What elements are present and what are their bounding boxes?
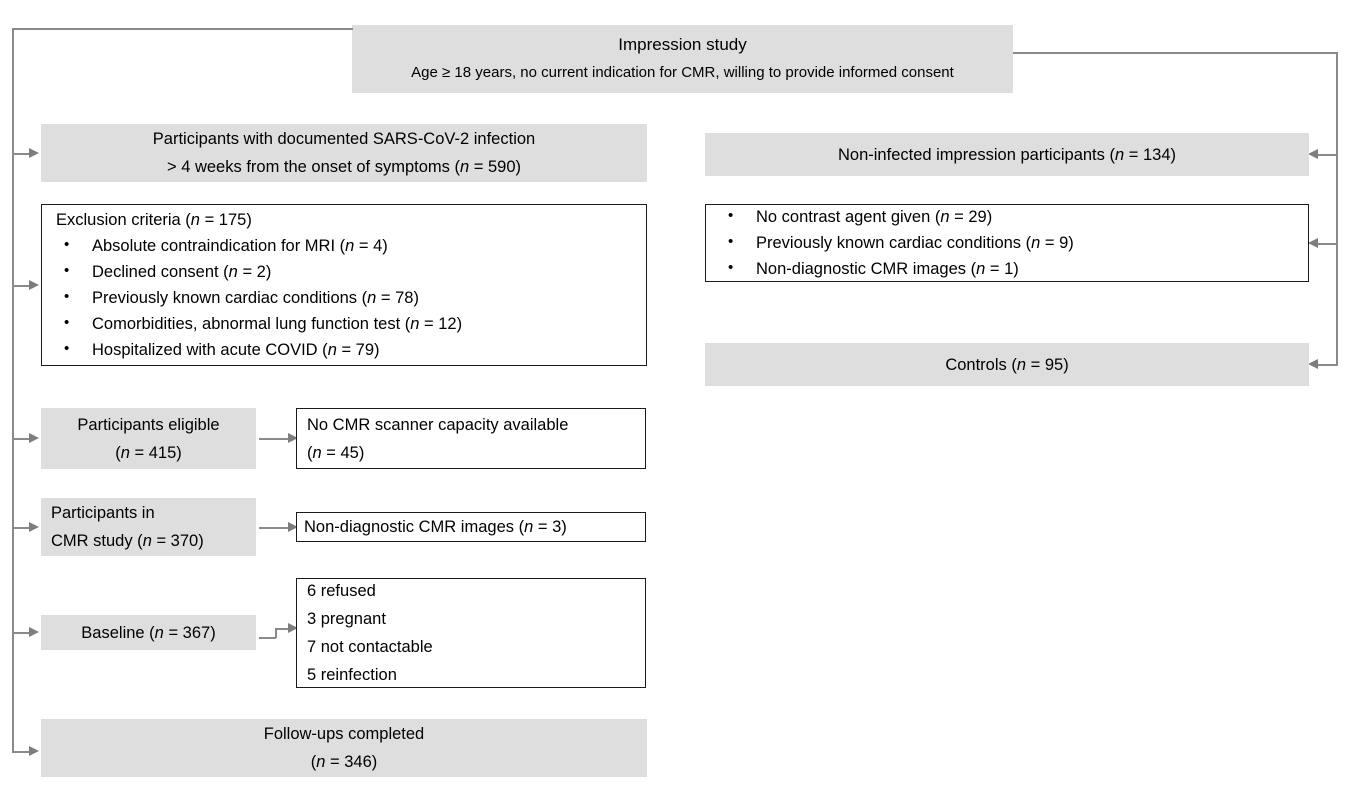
list-item: Comorbidities, abnormal lung function te… [56, 310, 632, 337]
list-item: Previously known cardiac conditions (n =… [56, 284, 632, 311]
arrow-spine-to-eligible [29, 433, 39, 443]
box-noninfected-exclusions: No contrast agent given (n = 29) Previou… [705, 203, 1309, 282]
cmr-study-line1: Participants in [51, 504, 155, 522]
list-item: Non-diagnostic CMR images (n = 1) [720, 255, 1294, 282]
documented-infection-n: n [459, 158, 470, 176]
box-noninfected-participants: Non-infected impression participants (n … [705, 133, 1309, 176]
dropout-reason: 3 pregnant [307, 610, 386, 628]
controls-text: Controls (n = 95) [945, 355, 1069, 374]
box-controls: Controls (n = 95) [705, 343, 1309, 386]
connector-spine-to-infected [12, 153, 31, 155]
documented-infection-line2-prefix: > 4 weeks from the onset of symptoms ( [166, 158, 460, 176]
followups-line1: Follow-ups completed [263, 725, 425, 743]
arrow-spine-to-controls [1308, 359, 1318, 369]
connector-spine-to-controls [1318, 364, 1338, 366]
dropout-reason: 5 reinfection [307, 666, 397, 684]
noninfected-text: Non-infected impression participants (n … [838, 145, 1176, 164]
list-item: Declined consent (n = 2) [56, 258, 632, 285]
box-exclusion-criteria: Exclusion criteria (n = 175) Absolute co… [41, 204, 647, 366]
box-baseline: Baseline (n = 367) [41, 615, 256, 650]
connector-spine-to-eligible [12, 438, 31, 440]
exclusion-heading-prefix: Exclusion criteria ( [56, 211, 191, 229]
box-participants-cmr-study: Participants in CMR study (n = 370) [41, 498, 256, 556]
nondiagnostic-text: Non-diagnostic CMR images (n = 3) [304, 518, 567, 536]
exclusion-heading-n: n [190, 211, 200, 229]
participants-eligible-line1: Participants eligible [77, 415, 220, 434]
documented-infection-line2-suffix: = 590) [469, 158, 522, 176]
box-impression-study: Impression study Age ≥ 18 years, no curr… [352, 25, 1013, 93]
baseline-text: Baseline (n = 367) [81, 623, 216, 642]
participants-eligible-line2: (n = 415) [115, 443, 182, 462]
no-scanner-capacity-line1: No CMR scanner capacity available [307, 415, 569, 434]
list-item: No contrast agent given (n = 29) [720, 203, 1294, 230]
connector-spine-to-baseline [12, 632, 31, 634]
arrow-spine-to-noninfected [1308, 149, 1318, 159]
connector-spine-to-followups [12, 751, 31, 753]
arrow-spine-to-followups [29, 746, 39, 756]
box-followups-completed: Follow-ups completed (n = 346) [41, 719, 647, 777]
arrow-baseline-to-dropouts [288, 623, 298, 633]
connector-baseline-seg1 [259, 637, 276, 639]
box-nondiagnostic-cmr-images: Non-diagnostic CMR images (n = 3) [296, 512, 646, 542]
connector-spine-to-right-exclusions [1318, 243, 1338, 245]
documented-infection-line1: Participants with documented SARS-CoV-2 … [152, 130, 536, 148]
dropout-reason: 6 refused [307, 582, 376, 600]
impression-study-subtitle: Age ≥ 18 years, no current indication fo… [411, 64, 954, 81]
connector-baseline-seg2 [275, 628, 277, 638]
dropout-reason: 7 not contactable [307, 638, 433, 656]
connector-baseline-seg3 [275, 628, 290, 630]
connector-cmr-study-to-nondiagnostic [259, 527, 290, 529]
arrow-spine-to-exclusion [29, 280, 39, 290]
box-participants-eligible: Participants eligible (n = 415) [41, 408, 256, 469]
connector-top-to-left-spine [12, 28, 353, 30]
box-dropout-reasons: 6 refused 3 pregnant 7 not contactable 5… [296, 578, 646, 688]
list-item: Absolute contraindication for MRI (n = 4… [56, 232, 632, 259]
box-documented-infection: Participants with documented SARS-CoV-2 … [41, 124, 647, 182]
connector-top-to-right-spine [1013, 52, 1338, 54]
no-scanner-capacity-line2: (n = 45) [307, 443, 365, 462]
impression-study-title: Impression study [618, 35, 747, 54]
connector-spine-to-exclusion [12, 285, 31, 287]
exclusion-criteria-list: Absolute contraindication for MRI (n = 4… [56, 232, 632, 363]
connector-eligible-to-no-capacity [259, 438, 290, 440]
arrow-spine-to-cmr-study [29, 522, 39, 532]
connector-spine-to-cmr-study [12, 527, 31, 529]
list-item: Previously known cardiac conditions (n =… [720, 229, 1294, 256]
right-spine [1336, 52, 1338, 365]
cmr-study-line2: CMR study (n = 370) [51, 532, 204, 550]
arrow-cmr-study-to-nondiagnostic [288, 522, 298, 532]
box-no-scanner-capacity: No CMR scanner capacity available (n = 4… [296, 408, 646, 469]
documented-infection-line2: > 4 weeks from the onset of symptoms (n … [51, 153, 637, 181]
arrow-spine-to-right-exclusions [1308, 238, 1318, 248]
arrow-spine-to-baseline [29, 627, 39, 637]
connector-spine-to-noninfected [1318, 154, 1338, 156]
exclusion-criteria-heading: Exclusion criteria (n = 175) [56, 207, 632, 233]
arrow-eligible-to-no-capacity [288, 433, 298, 443]
exclusion-heading-suffix: = 175) [199, 211, 252, 229]
followups-line2: (n = 346) [310, 753, 378, 771]
left-spine [12, 28, 14, 752]
noninfected-exclusions-list: No contrast agent given (n = 29) Previou… [720, 203, 1294, 282]
arrow-spine-to-infected [29, 148, 39, 158]
list-item: Hospitalized with acute COVID (n = 79) [56, 336, 632, 363]
